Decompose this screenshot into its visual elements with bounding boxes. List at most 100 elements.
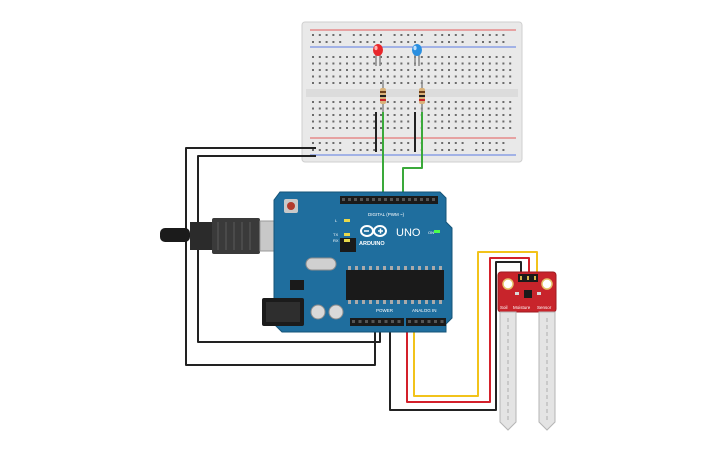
hole xyxy=(482,127,484,129)
hole xyxy=(400,82,403,84)
hole xyxy=(475,34,478,36)
hole xyxy=(380,127,382,129)
breadboard[interactable] xyxy=(301,21,523,163)
hole xyxy=(507,395,509,399)
hole xyxy=(507,416,509,420)
hole xyxy=(369,266,372,270)
hole xyxy=(380,149,382,151)
board-model: UNO xyxy=(396,227,421,239)
hole xyxy=(359,41,362,43)
hole xyxy=(376,300,379,304)
hole xyxy=(495,34,498,36)
hole xyxy=(358,320,362,323)
hole xyxy=(546,381,548,385)
hole xyxy=(312,142,314,144)
hole xyxy=(380,120,382,123)
hole xyxy=(359,56,362,58)
hole xyxy=(386,101,389,103)
hole xyxy=(376,266,379,270)
hole xyxy=(400,34,403,36)
hole xyxy=(507,409,509,413)
hole xyxy=(402,198,405,201)
hole xyxy=(427,75,430,78)
hole xyxy=(448,114,450,116)
hole xyxy=(482,120,484,123)
hole xyxy=(332,101,335,103)
digital-header[interactable] xyxy=(340,196,438,204)
arduino-uno-board[interactable]: ARDUINO UNO DIGITAL (PWM ~) POWER ANALOG… xyxy=(262,191,453,333)
hole xyxy=(360,198,363,201)
hole xyxy=(509,127,512,129)
hole xyxy=(383,266,386,270)
hole xyxy=(400,149,403,151)
hole xyxy=(359,149,362,151)
hole xyxy=(546,388,548,392)
hole xyxy=(380,56,382,58)
hole xyxy=(427,56,430,58)
on-label: ON xyxy=(428,230,434,235)
hole xyxy=(440,320,444,323)
resistor-red[interactable] xyxy=(380,80,386,112)
hole xyxy=(495,107,498,110)
hole xyxy=(434,127,437,129)
hole xyxy=(454,114,457,116)
wire-red-sensor-vcc[interactable] xyxy=(406,257,530,403)
soil-moisture-sensor[interactable]: Soil Moisture Sensor xyxy=(497,271,557,431)
resistor-blue[interactable] xyxy=(419,80,425,112)
hole xyxy=(325,149,328,151)
hole xyxy=(475,62,478,65)
hole xyxy=(427,120,430,123)
led-tx-label: TX xyxy=(333,232,338,237)
analog-header[interactable] xyxy=(406,318,446,326)
wire-black-sensor-gnd[interactable] xyxy=(389,261,522,411)
hole xyxy=(448,127,450,129)
breadboard-holes xyxy=(312,34,512,151)
wire-black-gnd-2[interactable] xyxy=(197,155,381,343)
hole xyxy=(400,75,403,78)
hole xyxy=(502,107,505,110)
sensor-label-mid: Moisture xyxy=(513,305,531,310)
hole xyxy=(373,69,376,71)
hole xyxy=(448,142,450,144)
probe-traces xyxy=(507,318,548,420)
wire-green-pin-2[interactable] xyxy=(402,112,423,198)
hole xyxy=(400,120,403,123)
hole xyxy=(332,149,335,151)
red-led[interactable] xyxy=(373,44,383,66)
hole xyxy=(502,149,505,151)
hole xyxy=(386,114,389,116)
hole xyxy=(393,41,396,43)
hole xyxy=(488,75,491,78)
hole xyxy=(383,300,386,304)
hole xyxy=(369,300,372,304)
hole xyxy=(407,56,410,58)
hole xyxy=(432,198,435,201)
hole xyxy=(507,381,509,385)
hole xyxy=(339,62,342,65)
hole xyxy=(488,107,491,110)
crystal xyxy=(305,257,337,271)
hole xyxy=(502,114,505,116)
hole xyxy=(439,300,442,304)
hole xyxy=(482,82,484,84)
hole xyxy=(482,62,484,65)
hole xyxy=(509,120,512,123)
hole xyxy=(482,101,484,103)
wire-yellow-sensor-a0[interactable] xyxy=(413,251,538,397)
hole xyxy=(339,75,342,78)
hole xyxy=(404,266,407,270)
arduino-brand: ARDUINO xyxy=(359,241,385,247)
hole xyxy=(318,127,321,129)
hole xyxy=(475,114,478,116)
hole xyxy=(414,34,416,36)
hole xyxy=(441,114,444,116)
hole xyxy=(352,41,355,43)
hole xyxy=(312,62,314,65)
hole xyxy=(488,114,491,116)
hole xyxy=(339,82,342,84)
power-header[interactable] xyxy=(350,318,404,326)
hole xyxy=(502,34,505,36)
blue-led[interactable] xyxy=(412,44,422,66)
wire-black-gnd-1[interactable] xyxy=(185,147,376,366)
microcontroller-chip xyxy=(346,270,444,300)
